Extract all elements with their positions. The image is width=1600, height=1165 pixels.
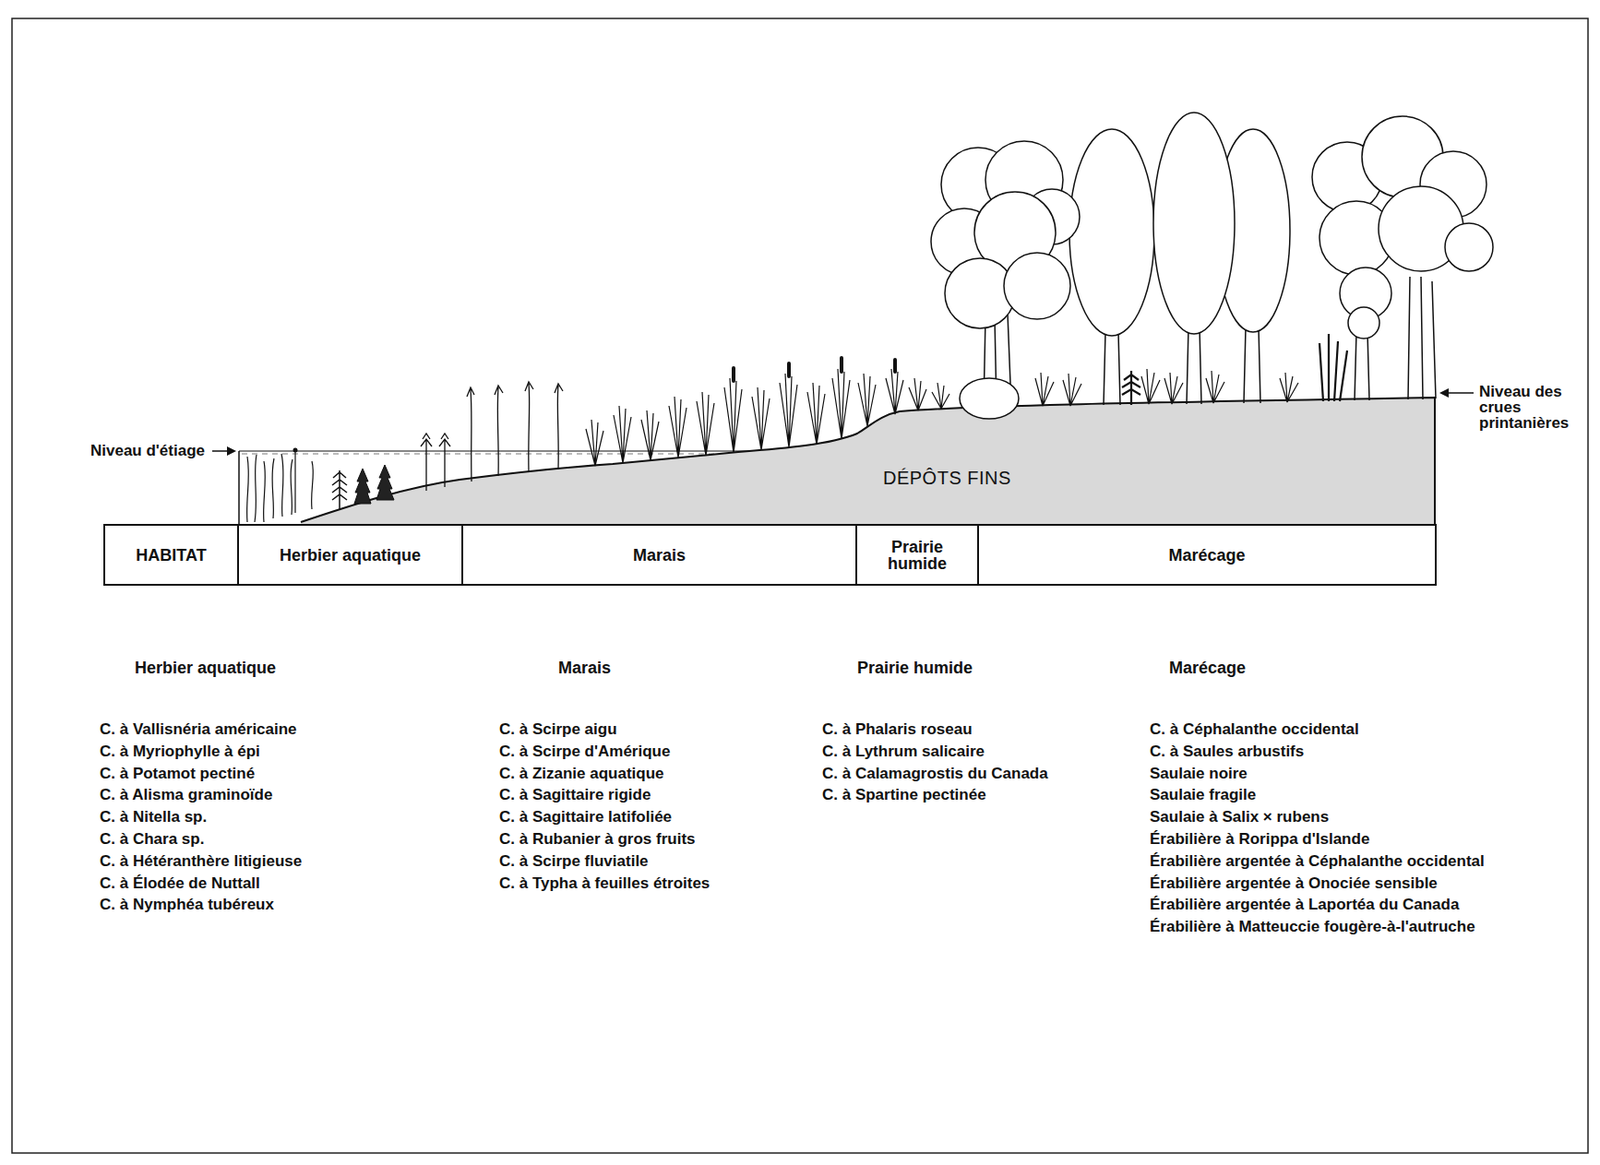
- community-item: C. à Chara sp.: [99, 830, 204, 849]
- emergent-plant: [420, 433, 451, 491]
- community-item: C. à Saules arbustifs: [1149, 742, 1304, 762]
- list-heading: Marécage: [1169, 658, 1246, 679]
- community-item: Érabilière argentée à Laportéa du Canada: [1149, 895, 1459, 915]
- community-item: C. à Lythrum salicaire: [822, 742, 985, 762]
- community-item: C. à Sagittaire latifoliée: [499, 808, 672, 827]
- tree-crown: [1348, 307, 1380, 339]
- water-edge: [238, 451, 240, 525]
- community-item: Saulaie noire: [1149, 764, 1248, 784]
- tree-crowns: [931, 112, 1493, 419]
- tree-crown: [1069, 129, 1155, 336]
- level-arrow: [1447, 392, 1474, 395]
- community-item: C. à Céphalanthe occidental: [1149, 720, 1360, 740]
- tree-crown: [1153, 112, 1235, 335]
- community-item: Érabilière argentée à Onociée sensible: [1149, 874, 1438, 894]
- community-item: C. à Hétéranthère litigieuse: [99, 852, 302, 872]
- list-heading: Herbier aquatique: [134, 658, 276, 679]
- community-item: C. à Rubanier à gros fruits: [499, 830, 696, 849]
- community-item: C. à Phalaris roseau: [822, 720, 973, 740]
- list-heading: Marais: [558, 658, 611, 679]
- community-item: C. à Zizanie aquatique: [499, 764, 665, 784]
- deposit-label: DÉPÔTS FINS: [883, 467, 1012, 490]
- pondweed: [354, 465, 395, 504]
- community-item: C. à Potamot pectiné: [99, 764, 255, 784]
- community-item: C. à Calamagrostis du Canada: [822, 764, 1049, 784]
- arrow-head: [226, 446, 237, 456]
- community-item: C. à Scirpe d'Amérique: [499, 742, 670, 762]
- milfoil: [332, 470, 347, 510]
- habitat-cell: Prairie humide: [855, 524, 980, 586]
- cell-text: Herbier aquatique: [279, 547, 421, 564]
- community-item: C. à Alisma graminoïde: [99, 786, 273, 805]
- arrow-head: [1439, 388, 1449, 398]
- community-item: Érabilière à Matteuccie fougère-à-l'autr…: [1149, 918, 1476, 937]
- community-item: Érabilière argentée à Céphalanthe occide…: [1149, 852, 1485, 872]
- vallisneria: [247, 451, 314, 523]
- community-item: Érabilière à Rorippa d'Islande: [1149, 830, 1370, 849]
- ferns: [1122, 334, 1348, 406]
- habitat-cell: Herbier aquatique: [237, 524, 464, 586]
- community-item: C. à Scirpe aigu: [499, 720, 618, 740]
- community-item: C. à Nymphéa tubéreux: [99, 895, 275, 915]
- community-item: C. à Spartine pectinée: [822, 786, 987, 805]
- shrub: [959, 378, 1019, 419]
- flower: [293, 448, 299, 454]
- tree-crown: [1003, 252, 1071, 320]
- habitat-cell: Marais: [461, 524, 858, 586]
- grasses: [585, 369, 950, 466]
- frame: [11, 18, 1589, 1154]
- cell-text: Marécage: [1168, 547, 1245, 564]
- level-arrow: [212, 450, 229, 453]
- community-item: C. à Scirpe fluviatile: [499, 852, 649, 872]
- community-item: C. à Élodée de Nuttall: [99, 874, 261, 894]
- herbs: [1035, 369, 1299, 406]
- tree-crown: [1444, 223, 1493, 272]
- cell-text: HABITAT: [135, 547, 206, 564]
- cell-text: Prairie humide: [864, 538, 970, 573]
- community-item: Saulaie à Salix × rubens: [1149, 808, 1329, 827]
- list-heading: Prairie humide: [857, 658, 973, 679]
- community-item: C. à Vallisnéria américaine: [99, 720, 298, 740]
- community-item: C. à Typha à feuilles étroites: [499, 874, 710, 894]
- habitat-cell: HABITAT: [103, 524, 239, 586]
- cattail-heads: [733, 358, 896, 382]
- community-item: C. à Sagittaire rigide: [499, 786, 651, 805]
- bulrush: [466, 382, 563, 482]
- community-item: C. à Nitella sp.: [99, 808, 207, 827]
- habitat-cell: Marécage: [977, 524, 1437, 586]
- level-label: Niveau des crues printanières: [1479, 383, 1585, 431]
- level-label: Niveau d'étiage: [90, 441, 205, 461]
- community-item: C. à Myriophylle à épi: [99, 742, 261, 762]
- cell-text: Marais: [632, 547, 686, 564]
- community-item: Saulaie fragile: [1149, 786, 1256, 805]
